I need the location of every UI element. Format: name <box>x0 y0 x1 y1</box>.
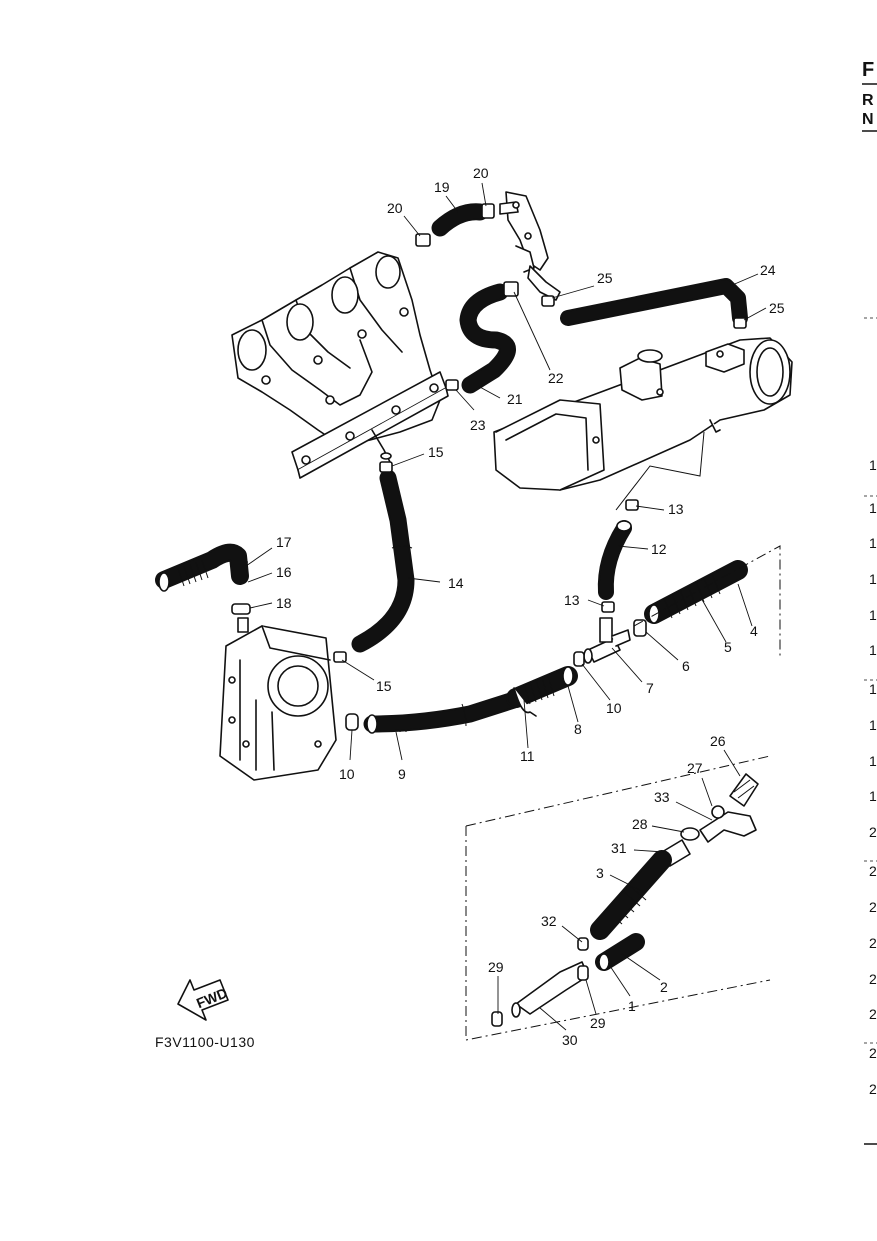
callout-27: 27 <box>687 760 703 776</box>
callout-16: 16 <box>276 564 292 580</box>
ref-number: 1 <box>869 535 877 551</box>
callout-18: 18 <box>276 595 292 611</box>
clamp-10-left <box>345 713 359 731</box>
ref-number: 2 <box>869 1006 877 1022</box>
ref-number: 1 <box>869 753 877 769</box>
callout-19: 19 <box>434 179 450 195</box>
hose-19 <box>415 203 495 247</box>
water-lock-body <box>493 337 793 491</box>
callout-29: 29 <box>590 1015 606 1031</box>
hose-21 <box>459 281 519 394</box>
callout-3: 3 <box>596 865 604 881</box>
callout-22: 22 <box>548 370 564 386</box>
group-outlines <box>465 431 781 1041</box>
ref-number: 2 <box>869 824 877 840</box>
callout-14: 14 <box>448 575 464 591</box>
callout-10: 10 <box>339 766 355 782</box>
callout-12: 12 <box>651 541 667 557</box>
callout-26: 26 <box>710 733 726 749</box>
callout-13: 13 <box>668 501 684 517</box>
ref-number: 1 <box>869 642 877 658</box>
ref-number: 1 <box>869 788 877 804</box>
hose-14 <box>351 469 415 653</box>
ref-number: 2 <box>869 971 877 987</box>
clamp-10-right <box>573 651 585 667</box>
callout-17: 17 <box>276 534 292 550</box>
hose-5 <box>644 560 748 624</box>
ref-number: 1 <box>869 500 877 516</box>
callout-7: 7 <box>646 680 654 696</box>
callout-28: 28 <box>632 816 648 832</box>
callout-1: 1 <box>628 998 636 1014</box>
hose-24 <box>560 278 748 326</box>
joint-7 <box>583 617 631 664</box>
callout-11: 11 <box>520 748 535 764</box>
ref-number: 2 <box>869 1045 877 1061</box>
hose-8 <box>506 666 578 717</box>
callout-9: 9 <box>398 766 406 782</box>
hose-16-17 <box>155 543 251 615</box>
hose-12 <box>597 520 632 600</box>
callout-6: 6 <box>682 658 690 674</box>
lower-assembly <box>491 773 759 1027</box>
callout-10: 10 <box>606 700 622 716</box>
callout-15: 15 <box>376 678 392 694</box>
callout-15: 15 <box>428 444 444 460</box>
ref-number: 1 <box>869 607 877 623</box>
callout-13: 13 <box>564 592 580 608</box>
callout-8: 8 <box>574 721 582 737</box>
callout-4: 4 <box>750 623 758 639</box>
ref-number: 2 <box>869 1081 877 1097</box>
header-title-initial: F <box>862 59 874 81</box>
figure-code: F3V1100-U130 <box>155 1034 255 1050</box>
leader-lines <box>245 182 767 1031</box>
fwd-arrow-icon: FWD <box>177 979 230 1021</box>
callout-23: 23 <box>470 417 486 433</box>
callout-30: 30 <box>562 1032 578 1048</box>
ref-number: 2 <box>869 935 877 951</box>
callout-29: 29 <box>488 959 504 975</box>
callout-25: 25 <box>597 270 613 286</box>
header-col1-initial: R <box>862 92 874 109</box>
hose-9 <box>363 689 529 734</box>
callout-2: 2 <box>660 979 668 995</box>
valve-bracket <box>499 191 561 301</box>
callout-21: 21 <box>507 391 523 407</box>
page-header: F R N <box>862 59 877 132</box>
intake-box <box>219 617 337 781</box>
ref-number: 1 <box>869 571 877 587</box>
ref-number: 2 <box>869 863 877 879</box>
callout-5: 5 <box>724 639 732 655</box>
callout-25: 25 <box>769 300 785 316</box>
ref-number: 1 <box>869 717 877 733</box>
callout-33: 33 <box>654 789 670 805</box>
ref-number: 2 <box>869 899 877 915</box>
clamps-upper <box>333 295 747 663</box>
ref-number: 1 <box>869 681 877 697</box>
ref-number: 1 <box>869 457 877 473</box>
callout-20: 20 <box>473 165 489 181</box>
callout-24: 24 <box>760 262 776 278</box>
callout-20: 20 <box>387 200 403 216</box>
callouts: 20 20 19 25 24 25 22 21 23 15 13 12 17 1… <box>276 165 785 1048</box>
callout-31: 31 <box>611 840 627 856</box>
header-col2-initial: N <box>862 111 874 128</box>
ref-number-column: 1 1 1 1 1 1 1 1 1 1 2 2 2 2 2 2 2 2 <box>864 317 877 1145</box>
callout-32: 32 <box>541 913 557 929</box>
exhaust-manifold <box>231 251 449 479</box>
